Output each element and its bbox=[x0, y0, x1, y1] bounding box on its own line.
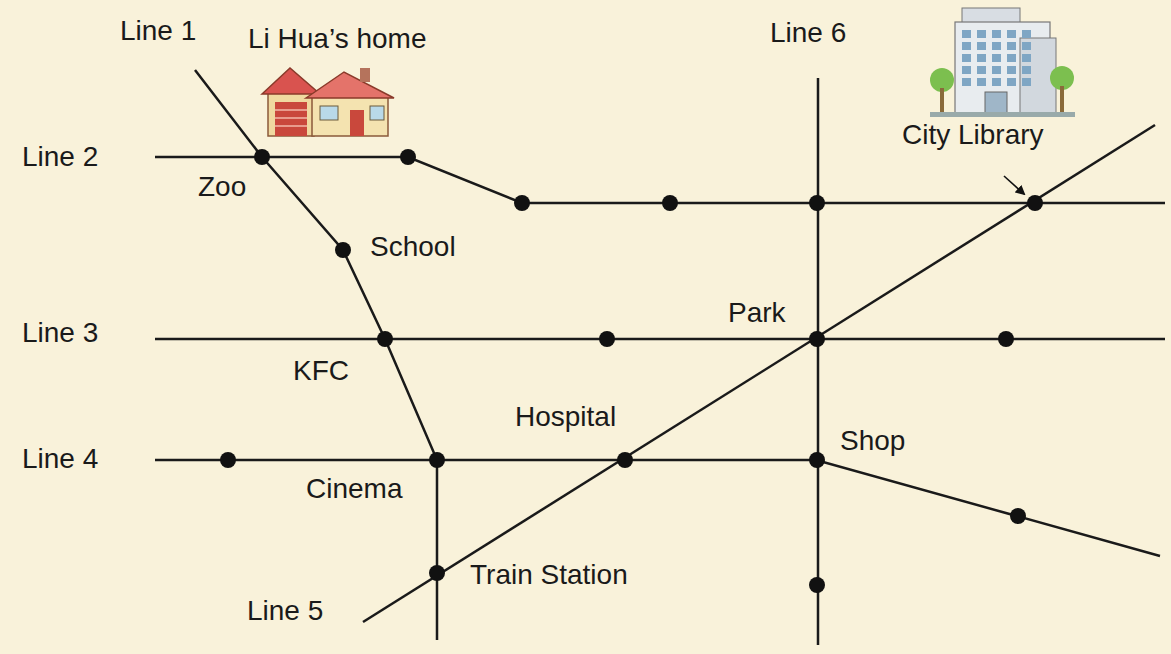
station-name: Zoo bbox=[198, 172, 246, 203]
station-name: Hospital bbox=[515, 402, 616, 433]
place-name: Li Hua’s home bbox=[248, 24, 426, 55]
window bbox=[962, 66, 971, 74]
station-dot bbox=[1010, 508, 1026, 524]
station-dot bbox=[400, 149, 416, 165]
window bbox=[1007, 42, 1016, 50]
window bbox=[962, 54, 971, 62]
window bbox=[1007, 66, 1016, 74]
house-icon bbox=[262, 68, 394, 136]
line-name: Line 1 bbox=[120, 16, 196, 47]
line-name: Line 5 bbox=[247, 596, 323, 627]
window bbox=[1022, 30, 1031, 38]
window bbox=[992, 66, 1001, 74]
station-dot bbox=[809, 452, 825, 468]
station-dot bbox=[809, 331, 825, 347]
station-name: KFC bbox=[293, 356, 349, 387]
window bbox=[977, 30, 986, 38]
window bbox=[1022, 78, 1031, 86]
station-dot bbox=[514, 195, 530, 211]
station-name: Shop bbox=[840, 426, 905, 457]
station-dot bbox=[809, 577, 825, 593]
window bbox=[962, 42, 971, 50]
station-dots bbox=[220, 149, 1043, 593]
line-name: Line 6 bbox=[770, 18, 846, 49]
window bbox=[992, 30, 1001, 38]
window bbox=[977, 78, 986, 86]
window bbox=[1022, 42, 1031, 50]
window bbox=[1007, 30, 1016, 38]
subway-lines bbox=[155, 70, 1165, 645]
station-dot bbox=[429, 565, 445, 581]
line-name: Line 4 bbox=[22, 444, 98, 475]
line-1 bbox=[195, 70, 437, 640]
station-dot bbox=[377, 331, 393, 347]
window bbox=[992, 78, 1001, 86]
station-dot bbox=[1027, 195, 1043, 211]
window bbox=[962, 30, 971, 38]
window bbox=[977, 54, 986, 62]
station-name: Cinema bbox=[306, 474, 402, 505]
window bbox=[1007, 54, 1016, 62]
station-dot bbox=[335, 242, 351, 258]
line-6 bbox=[817, 78, 820, 645]
station-name: City Library bbox=[902, 120, 1044, 151]
station-dot bbox=[662, 195, 678, 211]
station-dot bbox=[599, 331, 615, 347]
station-dot bbox=[617, 452, 633, 468]
window bbox=[977, 42, 986, 50]
station-dot bbox=[809, 195, 825, 211]
window bbox=[1022, 54, 1031, 62]
station-name: Park bbox=[728, 298, 786, 329]
line-4 bbox=[155, 460, 1160, 556]
window bbox=[1007, 78, 1016, 86]
line-name: Line 2 bbox=[22, 142, 98, 173]
window bbox=[992, 54, 1001, 62]
window bbox=[1022, 66, 1031, 74]
station-dot bbox=[220, 452, 236, 468]
line-2 bbox=[155, 157, 1165, 203]
station-name: Train Station bbox=[470, 560, 628, 591]
station-dot bbox=[429, 452, 445, 468]
library-building-icon bbox=[930, 8, 1075, 117]
window bbox=[992, 42, 1001, 50]
leader-arrow bbox=[1004, 176, 1024, 194]
station-name: School bbox=[370, 232, 456, 263]
line-5 bbox=[363, 125, 1155, 622]
line-name: Line 3 bbox=[22, 318, 98, 349]
window bbox=[977, 66, 986, 74]
station-dot bbox=[254, 149, 270, 165]
window bbox=[962, 78, 971, 86]
station-dot bbox=[998, 331, 1014, 347]
